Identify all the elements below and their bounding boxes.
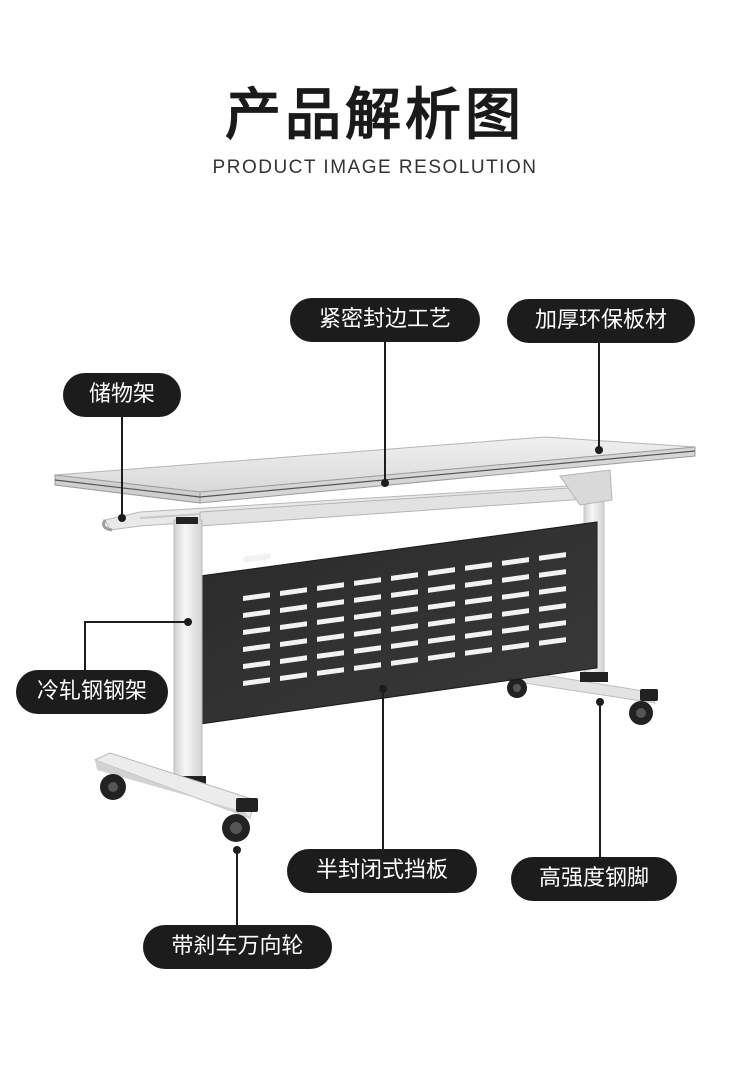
vent-slot bbox=[243, 592, 270, 601]
vent-slot bbox=[354, 628, 381, 637]
desktop-board bbox=[54, 436, 696, 504]
front-steel-foot bbox=[93, 752, 258, 842]
vent-slot bbox=[317, 616, 344, 625]
vent-slot bbox=[428, 635, 455, 644]
modesty-panel-shape bbox=[199, 521, 598, 725]
vent-slot bbox=[317, 599, 344, 608]
vent-slot bbox=[243, 626, 270, 635]
page-title: 产品解析图 bbox=[225, 83, 525, 148]
callout-edge-sealing: 紧密封边工艺 bbox=[290, 298, 480, 342]
page-subtitle: PRODUCT IMAGE RESOLUTION bbox=[212, 157, 538, 178]
vent-slot bbox=[539, 552, 566, 561]
vent-slot bbox=[354, 611, 381, 620]
vent-slot bbox=[502, 574, 529, 583]
vent-slot bbox=[391, 640, 418, 649]
vent-slot bbox=[428, 652, 455, 661]
leader-dots bbox=[118, 446, 604, 854]
vent-slot bbox=[391, 589, 418, 598]
vent-slot bbox=[391, 572, 418, 581]
vent-slot bbox=[502, 608, 529, 617]
callout-steel-feet: 高强度钢脚 bbox=[511, 857, 677, 901]
vent-slot bbox=[502, 591, 529, 600]
vent-slot bbox=[465, 562, 492, 571]
hinge-bracket bbox=[559, 469, 613, 506]
vent-slot bbox=[280, 655, 307, 664]
vent-slot bbox=[539, 569, 566, 578]
vent-slot bbox=[317, 582, 344, 591]
vent-slot bbox=[465, 596, 492, 605]
vent-slot bbox=[280, 587, 307, 596]
vent-slot bbox=[539, 637, 566, 646]
vent-slot bbox=[391, 623, 418, 632]
vent-slot bbox=[502, 642, 529, 651]
callout-brake-casters: 带刹车万向轮 bbox=[143, 925, 332, 969]
vent-slot bbox=[354, 594, 381, 603]
callout-storage-rack: 储物架 bbox=[63, 373, 181, 417]
vent-slot bbox=[280, 604, 307, 613]
vent-slot bbox=[428, 567, 455, 576]
vent-slot bbox=[243, 677, 270, 686]
vent-slot bbox=[465, 613, 492, 622]
vent-slot bbox=[428, 618, 455, 627]
vent-slot bbox=[243, 660, 270, 669]
vent-slot bbox=[465, 630, 492, 639]
vent-slot bbox=[280, 621, 307, 630]
back-leg-cap bbox=[580, 672, 608, 682]
vent-slot bbox=[354, 662, 381, 671]
panel-vent-slots bbox=[243, 552, 566, 686]
vent-slot bbox=[502, 625, 529, 634]
vent-slot bbox=[317, 633, 344, 642]
vent-slot bbox=[539, 586, 566, 595]
front-leg-top-cap bbox=[176, 517, 198, 524]
vent-slot bbox=[391, 606, 418, 615]
vent-slot bbox=[428, 584, 455, 593]
vent-slot bbox=[465, 579, 492, 588]
vent-slot bbox=[280, 638, 307, 647]
callout-semi-closed-panel: 半封闭式挡板 bbox=[287, 849, 477, 893]
vent-slot bbox=[317, 667, 344, 676]
vent-slot bbox=[354, 645, 381, 654]
front-leg bbox=[173, 519, 203, 783]
vent-slot bbox=[465, 647, 492, 656]
vent-slot bbox=[243, 609, 270, 618]
callout-eco-board: 加厚环保板材 bbox=[507, 299, 695, 343]
vent-slot bbox=[280, 672, 307, 681]
vent-slot bbox=[243, 643, 270, 652]
vent-slot bbox=[354, 577, 381, 586]
leader-lines bbox=[84, 336, 601, 925]
vent-slot bbox=[502, 557, 529, 566]
vent-slot bbox=[428, 601, 455, 610]
back-steel-foot bbox=[499, 667, 658, 725]
vent-slot bbox=[317, 650, 344, 659]
vent-slot bbox=[539, 620, 566, 629]
vent-slot bbox=[539, 603, 566, 612]
callout-cold-rolled-frame: 冷轧钢钢架 bbox=[16, 670, 168, 714]
vent-slot bbox=[391, 657, 418, 666]
